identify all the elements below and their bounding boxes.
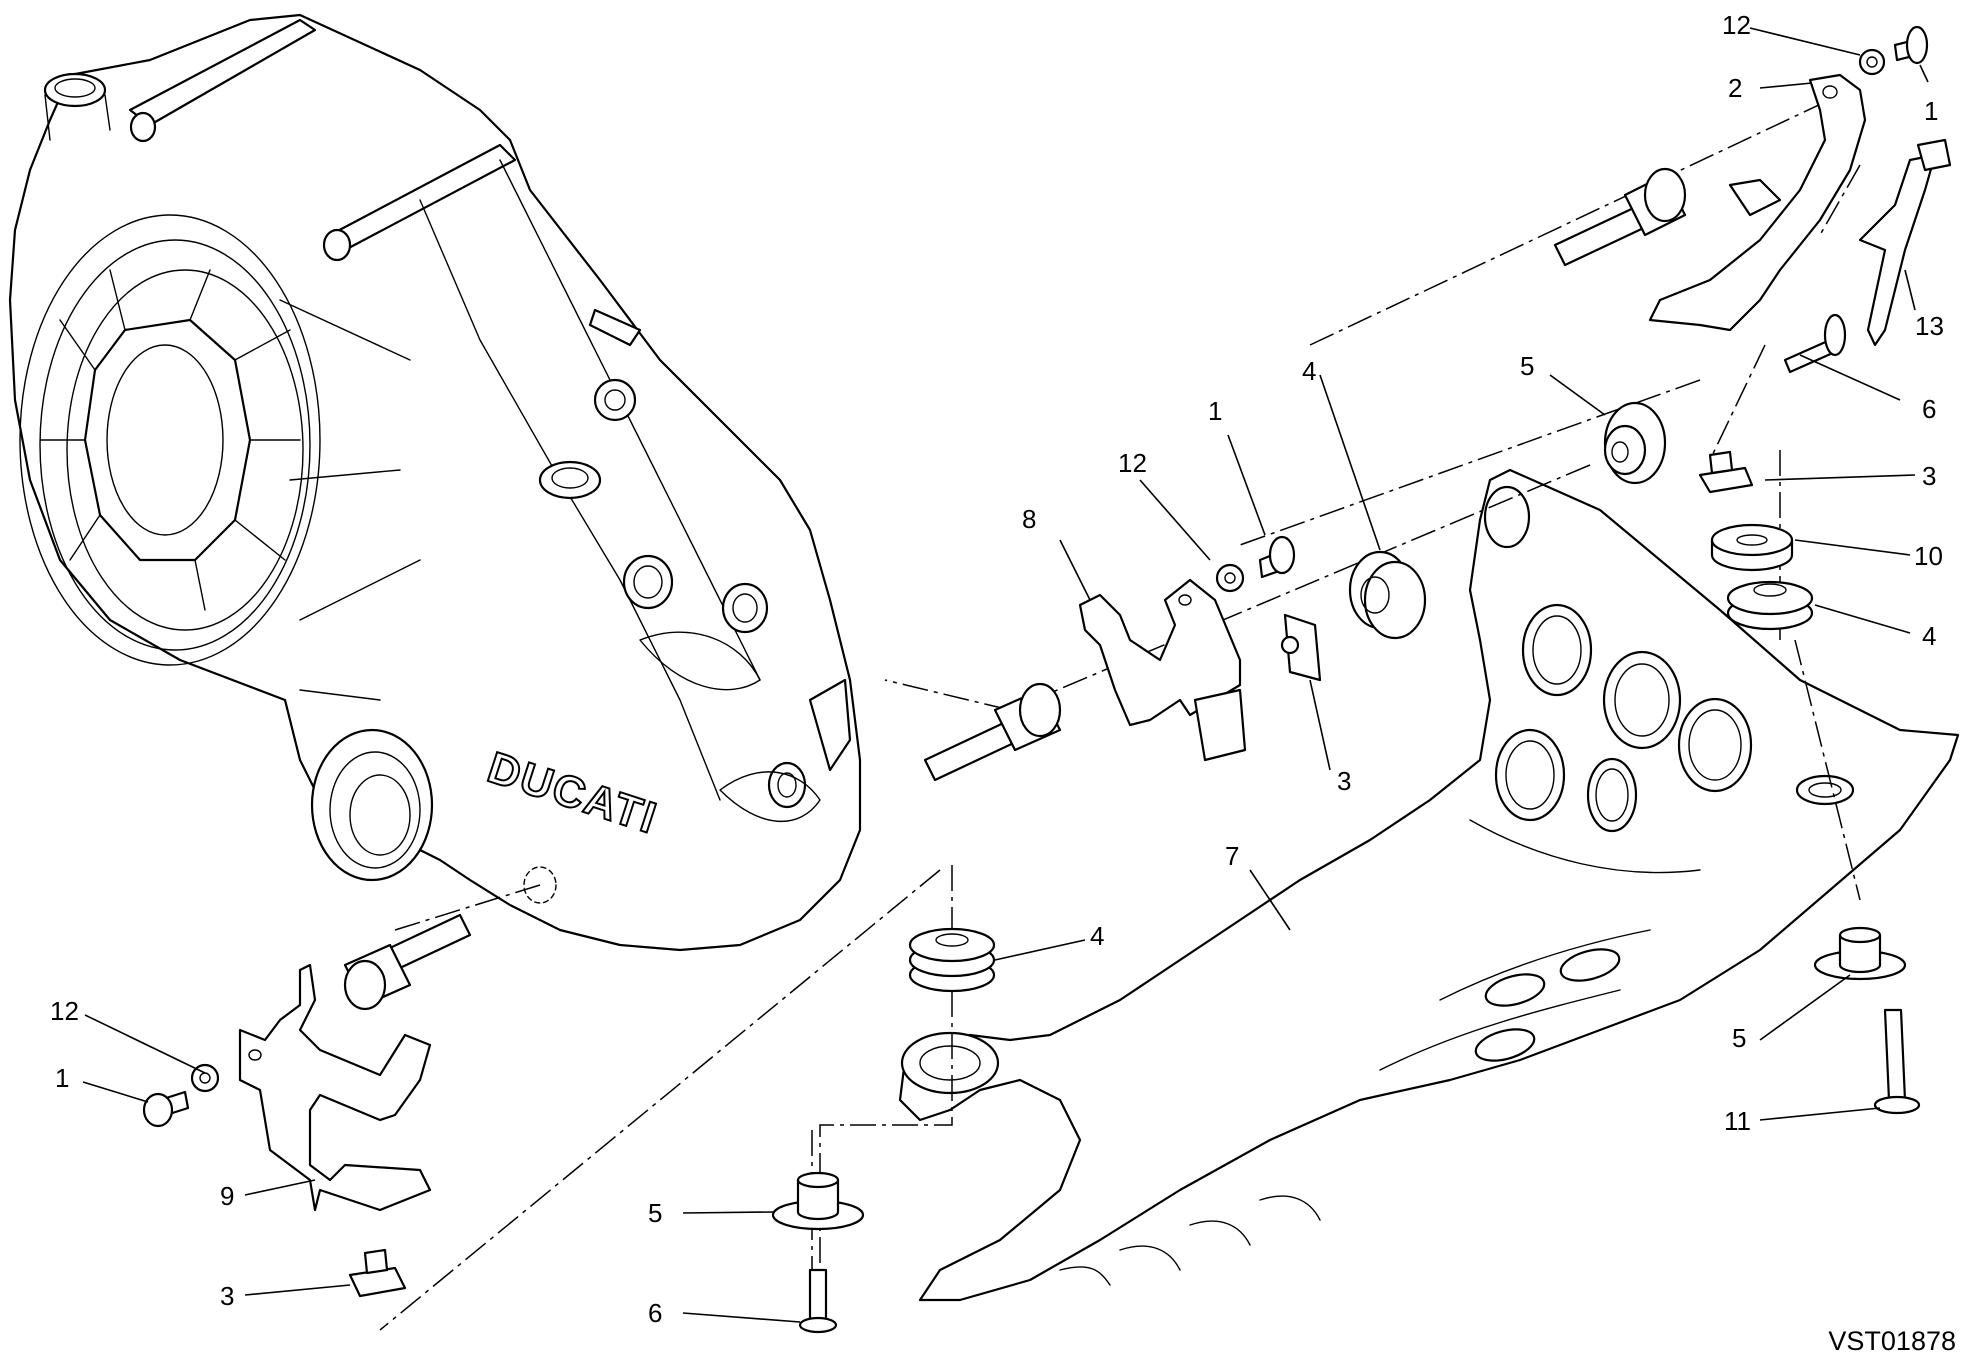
callout-4-upper: 4 bbox=[1302, 356, 1316, 386]
clip-nut-3c bbox=[348, 1248, 407, 1298]
stud-bolt-lower bbox=[343, 913, 472, 1011]
screw-1c bbox=[142, 1090, 190, 1128]
screw-6a bbox=[1783, 313, 1847, 374]
bracket-8 bbox=[1078, 578, 1247, 762]
callout-13: 13 bbox=[1915, 311, 1944, 341]
stud-bolt-upper bbox=[1553, 167, 1687, 267]
clutch-cover: DUCATI bbox=[8, 13, 862, 952]
callout-3-middle: 3 bbox=[1337, 766, 1351, 796]
callout-6-upper: 6 bbox=[1922, 394, 1936, 424]
clip-nut-3b bbox=[1280, 613, 1322, 682]
callout-2: 2 bbox=[1728, 73, 1742, 103]
callout-12-top: 12 bbox=[1722, 10, 1751, 40]
callout-1-top: 1 bbox=[1924, 96, 1938, 126]
grommet-4c bbox=[908, 927, 996, 993]
callout-11: 11 bbox=[1724, 1106, 1751, 1136]
callout-6-lower: 6 bbox=[648, 1298, 662, 1328]
callout-1-middle: 1 bbox=[1208, 396, 1222, 426]
callout-4-lower: 4 bbox=[1090, 921, 1104, 951]
screw-6b bbox=[798, 1268, 838, 1334]
callout-1-left: 1 bbox=[55, 1063, 69, 1093]
callout-12-left: 12 bbox=[50, 996, 79, 1026]
screw-1b bbox=[1258, 535, 1296, 579]
screw-1a bbox=[1893, 25, 1929, 65]
callout-7: 7 bbox=[1225, 841, 1239, 871]
clip-nut-3a bbox=[1698, 450, 1754, 494]
washer-12b bbox=[1215, 563, 1245, 593]
spacer-10 bbox=[1710, 523, 1794, 572]
callout-12-middle: 12 bbox=[1118, 448, 1147, 478]
callout-10: 10 bbox=[1914, 541, 1943, 571]
callout-5-right: 5 bbox=[1732, 1023, 1746, 1053]
callout-labels: 12 2 1 13 6 5 4 1 12 8 3 3 10 4 7 4 5 11… bbox=[50, 10, 1944, 1328]
callout-3-right: 3 bbox=[1922, 461, 1936, 491]
skid-plate bbox=[898, 468, 1960, 1302]
callout-4-right: 4 bbox=[1922, 621, 1936, 651]
grommet-4b bbox=[1726, 580, 1814, 631]
cable-tie-13 bbox=[1858, 138, 1952, 347]
callout-8: 8 bbox=[1022, 504, 1036, 534]
drawing-code: VST01878 bbox=[1828, 1326, 1956, 1356]
bushing-5b bbox=[1813, 926, 1907, 981]
callout-9: 9 bbox=[220, 1181, 234, 1211]
grommet-4a bbox=[1348, 550, 1427, 640]
callout-leaders bbox=[82, 27, 1929, 1323]
callout-3-left: 3 bbox=[220, 1281, 234, 1311]
washer-12a bbox=[1858, 48, 1886, 76]
callout-5-upper: 5 bbox=[1520, 351, 1534, 381]
bracket-9 bbox=[238, 963, 432, 1212]
stud-bolt-middle bbox=[923, 682, 1062, 782]
bracket-2 bbox=[1648, 73, 1867, 332]
bushing-5a bbox=[1603, 401, 1667, 485]
callout-5-lower: 5 bbox=[648, 1198, 662, 1228]
screw-11 bbox=[1873, 1008, 1921, 1115]
bushing-5c bbox=[771, 1171, 865, 1231]
